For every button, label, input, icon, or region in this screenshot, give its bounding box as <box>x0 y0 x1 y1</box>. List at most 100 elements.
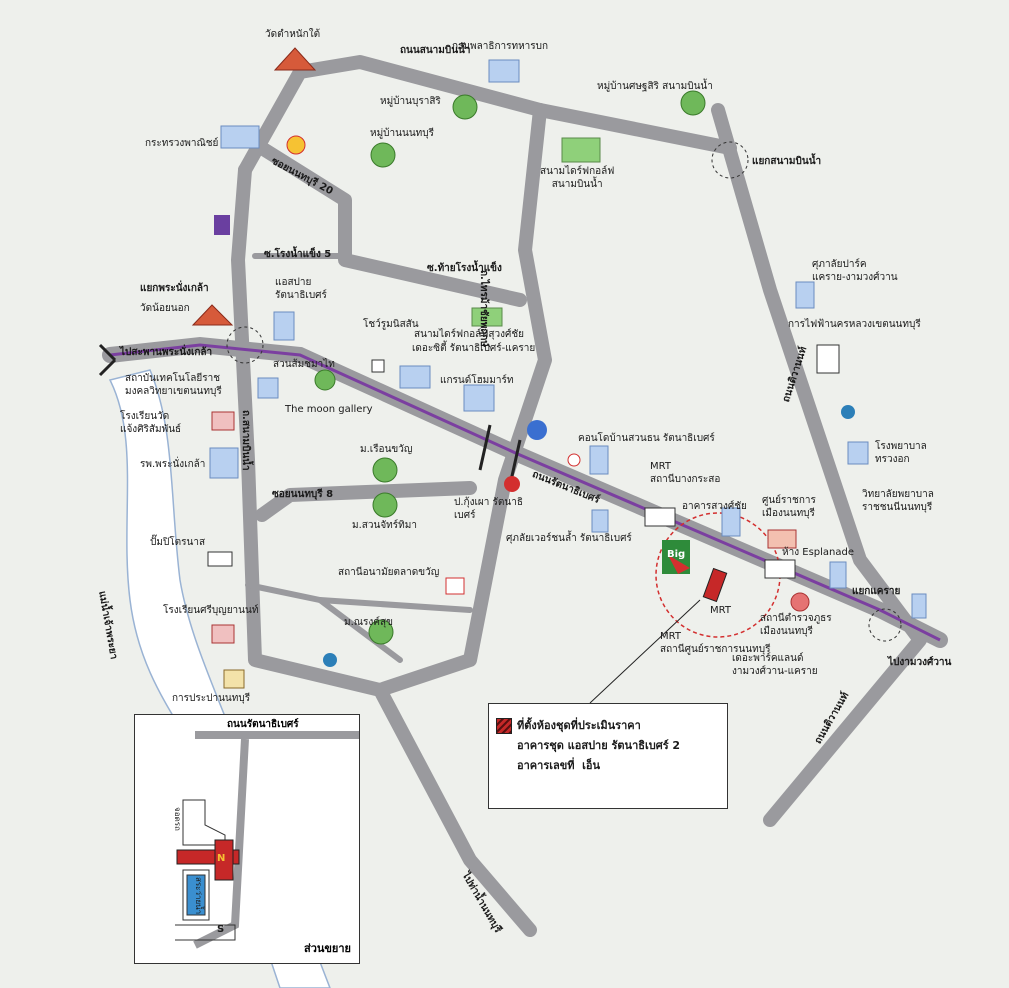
hospital-icon <box>445 577 465 595</box>
legend-line1: ที่ตั้งห้องชุดที่ประเมินราคา <box>517 719 641 732</box>
legend: ที่ตั้งห้องชุดที่ประเมินราคา อาคารชุด แอ… <box>488 703 728 809</box>
inset-title: ส่วนขยาย <box>304 942 351 955</box>
building-icon <box>220 125 260 149</box>
road-soi8 <box>255 481 477 522</box>
school-icon <box>211 411 235 431</box>
village-icon <box>370 142 396 168</box>
gas-station-icon <box>207 551 233 567</box>
electricity-icon <box>816 344 840 374</box>
building-icon <box>273 311 295 341</box>
road-sanambinnam-vert <box>231 163 537 937</box>
label-electricity: การไฟฟ้านครหลวงเขตนนทบุรี <box>788 319 921 330</box>
bank-icon <box>214 215 230 235</box>
road-rattanathibet <box>102 336 948 648</box>
building-icon <box>911 593 927 619</box>
building-icon <box>399 365 431 389</box>
road-soi20 <box>258 143 527 307</box>
road-label-to-ngamwongwan: ไปงามวงศ์วาน <box>888 657 952 668</box>
label-golf-range: สนามไดร์ฟกอล์ฟ สนามบินน้ำ <box>540 166 615 190</box>
restaurant-icon <box>504 476 520 492</box>
label-village-burasiri: หมู่บ้านบุราสิริ <box>380 96 441 107</box>
label-gas-station: ปั๊มปิโตรนาส <box>150 537 206 548</box>
label-suan-somdet: สวนส้มชมาไท <box>273 359 335 370</box>
check-icon <box>567 453 581 467</box>
label-junction-khae-rai: แยกแคราย <box>852 586 901 597</box>
building-icon <box>589 445 609 475</box>
label-supalai-park: ศุภาลัยปาร์ค แคราย-งามวงศ์วาน <box>812 259 898 283</box>
river <box>108 369 331 988</box>
temple-icon <box>191 304 234 326</box>
label-hosp-phranangklao: รพ.พระนั่งเกล้า <box>140 459 206 470</box>
road-sanambinnam <box>238 55 737 177</box>
label-the-city: เดอะซิตี้ รัตนาธิเบศร์-แคราย <box>412 343 536 354</box>
shell-icon <box>286 135 306 155</box>
label-water-authority: การประปานนทบุรี <box>172 693 251 704</box>
building-icon <box>488 59 520 83</box>
label-inst-tech: สถาบันเทคโนโลยีราช มงคลวิทยาเขตนนทบุรี <box>125 373 222 397</box>
label-the-park: เดอะพาร์คแลนด์ งามวงศ์วาน-แคราย <box>732 653 818 677</box>
label-commerce-ministry: กระทรวงพาณิชย์ <box>145 138 219 149</box>
label-police-station: สถานีตำรวจภูธร เมืองนนทบุรี <box>760 613 832 637</box>
label-junction-phranangklao: แยกพระนั่งเกล้า <box>140 283 209 294</box>
label-golf-suangchai: สนามไดร์ฟกอล์ฟสุวงศ์ชัย <box>414 329 524 340</box>
bank-logo-icon <box>323 653 337 667</box>
building-icon <box>847 441 869 465</box>
label-grand-home: แกรนด์โฮมมาร์ท <box>440 375 514 386</box>
road-tiwanon <box>711 103 927 827</box>
label-temple-top: วัดตำหนักใต้ <box>265 29 321 40</box>
label-school-sriboonya: โรงเรียนศรีบุญยานนท์ <box>163 605 259 616</box>
inset-marker-n: N <box>217 853 226 864</box>
village-icon <box>680 90 706 116</box>
legend-swatch <box>496 718 512 734</box>
gov-center-icon <box>767 529 797 549</box>
police-icon <box>790 592 810 612</box>
mrt-station-govcenter <box>764 559 796 579</box>
label-showroom: โชว์รูมนิสสัน <box>363 319 419 330</box>
road-label-sanambinnam-vert: ถ.สนามบินน้ำ <box>240 410 251 471</box>
subject-building <box>702 567 728 603</box>
inset-pool-label: สระว่ายน้ำ <box>194 877 203 915</box>
road-label-soi8: ซอยนนทบุรี 8 <box>272 489 334 500</box>
building-icon <box>257 377 279 399</box>
building-icon <box>795 281 815 309</box>
village-icon <box>452 94 478 120</box>
temple-icon <box>273 47 317 71</box>
village-icon <box>372 457 398 483</box>
label-condo-suanthon: คอนโดบ้านสวนธน รัตนาธิเบศร์ <box>578 433 715 444</box>
label-village-narongsuk: ม.ณรงค์สุข <box>344 617 393 628</box>
tree-icon <box>314 369 336 391</box>
label-gov-center: ศูนย์ราชการ เมืองนนทบุรี <box>762 495 816 519</box>
label-aspire: แอสปาย รัตนาธิเบศร์ <box>275 277 327 301</box>
label-junction-sanambinnam: แยกสนามบินน้ำ <box>752 156 822 167</box>
label-market-kwan: สถานีอนามัยตลาดขวัญ <box>338 567 440 578</box>
road-label-sanambinnam: ถนนสนามบินน้ำ <box>400 45 471 56</box>
label-big-c: Big <box>667 549 686 560</box>
label-soi-thairongnamkhaeng: ซ.ท้ายโรงน้ำแข็ง <box>427 263 502 274</box>
label-army-dept: กรมพลาธิการทหารบก <box>452 41 549 52</box>
inset-road-label: ถนนรัตนาธิเบศร์ <box>227 719 299 730</box>
building-icon <box>829 561 847 589</box>
label-temple-noinok: วัดน้อยนอก <box>140 303 190 314</box>
label-esplanade: ห้าง Esplanade <box>782 547 855 558</box>
legend-line3: อาคารเลขที่ เอ็น <box>517 759 601 772</box>
village-icon <box>372 492 398 518</box>
bank-logo-icon <box>841 405 855 419</box>
inset-drawing <box>175 731 359 949</box>
label-building-suangchai: อาคารสวงศ์ชัย <box>682 501 747 512</box>
inset-parking-label: จอดรถ <box>173 807 182 831</box>
label-hospital: โรงพยาบาล ทรวงอก <box>875 441 927 465</box>
lotus-icon <box>527 420 547 440</box>
building-icon <box>591 509 609 533</box>
label-moon-gallery: The moon gallery <box>285 404 373 415</box>
label-college: วิทยาลัยพยาบาล ราชชนนีนนทบุรี <box>862 489 934 513</box>
building-icon <box>209 447 239 479</box>
label-village-nonthaburi: หมู่บ้านนนทบุรี <box>370 128 434 139</box>
road-chaiyaphruek <box>373 103 552 697</box>
label-shop-house: ศุภลัยเวอร์ชนล้ำ รัตนาธิเบศร์ <box>506 533 632 544</box>
label-mrt-center: MRT <box>710 605 731 616</box>
label-village-ruenkwan: ม.เรือนขวัญ <box>360 444 413 455</box>
label-soi-rongnamkhaeng5: ซ.โรงน้ำแข็ง 5 <box>264 249 332 260</box>
road-label-to-bridge: ไปสะพานพระนั่งเกล้า <box>120 347 213 358</box>
building-icon <box>463 384 495 412</box>
